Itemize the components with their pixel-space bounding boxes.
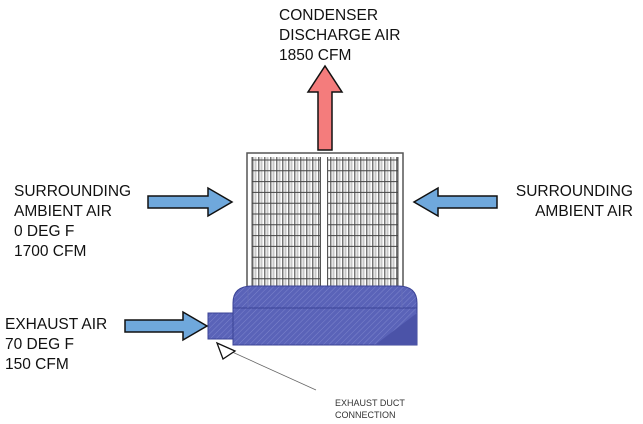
duct-callout-line-2: CONNECTION	[335, 410, 396, 420]
ambient-left-arrow-icon	[147, 186, 234, 218]
exhaust-line-3: 150 CFM	[5, 356, 69, 373]
exhaust-label: EXHAUST AIR 70 DEG F 150 CFM	[5, 315, 107, 375]
exhaust-line-1: EXHAUST AIR	[5, 316, 108, 333]
exhaust-duct-connection	[207, 312, 234, 340]
duct-callout-leader	[215, 341, 317, 391]
discharge-label: CONDENSER DISCHARGE AIR 1850 CFM	[279, 6, 400, 66]
discharge-arrow-icon	[306, 64, 344, 151]
ambient-right-label: SURROUNDING AMBIENT AIR	[516, 182, 633, 222]
exhaust-arrow-icon	[124, 310, 209, 342]
duct-callout-line-1: EXHAUST DUCT	[335, 398, 405, 408]
ambient-right-arrow-icon	[412, 186, 498, 218]
discharge-line-3: 1850 CFM	[279, 47, 352, 64]
condenser-coil	[246, 152, 404, 292]
ambient-right-line-1: SURROUNDING	[515, 183, 633, 200]
discharge-line-2: DISCHARGE AIR	[279, 27, 401, 44]
base-unit	[232, 285, 418, 346]
ambient-left-line-1: SURROUNDING	[14, 183, 132, 200]
ambient-left-line-3: 0 DEG F	[14, 223, 75, 240]
ambient-right-line-2: AMBIENT AIR	[535, 203, 633, 220]
duct-callout-label: EXHAUST DUCT CONNECTION	[335, 397, 405, 421]
ambient-left-label: SURROUNDING AMBIENT AIR 0 DEG F 1700 CFM	[14, 182, 131, 262]
ambient-left-line-2: AMBIENT AIR	[14, 203, 112, 220]
discharge-line-1: CONDENSER	[279, 7, 379, 24]
ambient-left-line-4: 1700 CFM	[14, 243, 87, 260]
exhaust-line-2: 70 DEG F	[5, 336, 74, 353]
